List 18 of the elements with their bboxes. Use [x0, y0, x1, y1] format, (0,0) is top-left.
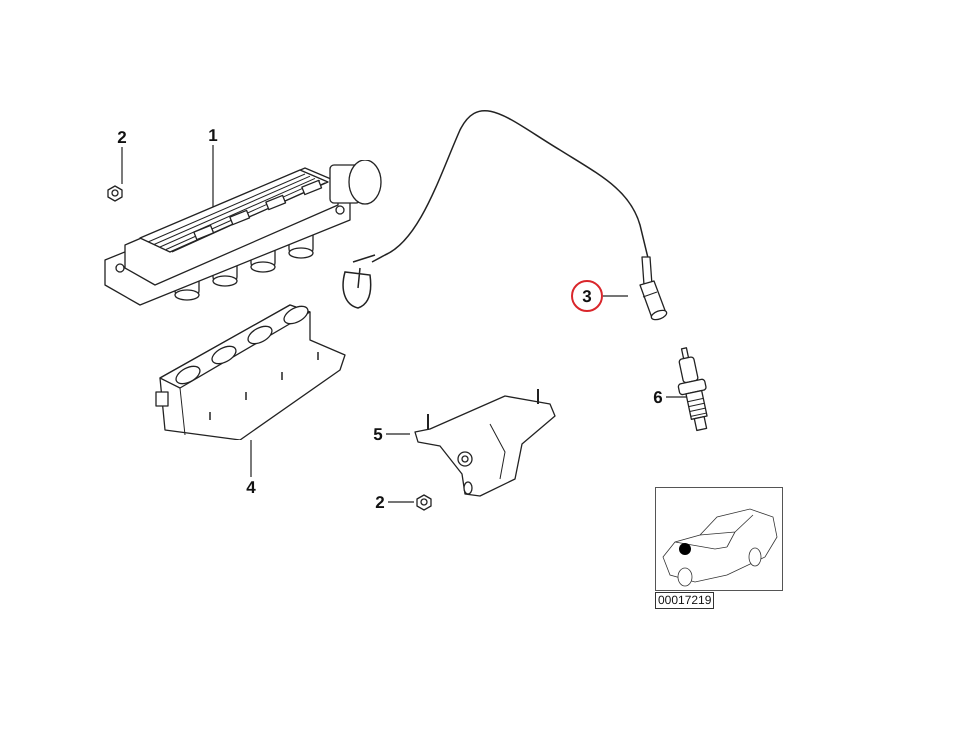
callout-number: 3 — [571, 280, 603, 312]
callout-number: 2 — [372, 492, 388, 512]
leader-line — [388, 501, 414, 503]
leader-line — [603, 295, 628, 297]
leader-line — [386, 433, 410, 435]
diagram-number: 00017219 — [655, 592, 714, 609]
callout-number: 4 — [243, 477, 259, 497]
leader-line — [666, 396, 687, 398]
leader-line — [212, 145, 214, 209]
callout-number: 2 — [114, 127, 130, 147]
callout-number: 6 — [650, 387, 666, 407]
car-location-drawing — [655, 487, 783, 591]
leader-line — [121, 147, 123, 184]
callout-number: 5 — [370, 424, 386, 444]
nut-drawing — [105, 184, 125, 202]
leader-line — [250, 440, 252, 477]
callout-number: 1 — [205, 125, 221, 145]
nut-drawing — [414, 493, 434, 511]
